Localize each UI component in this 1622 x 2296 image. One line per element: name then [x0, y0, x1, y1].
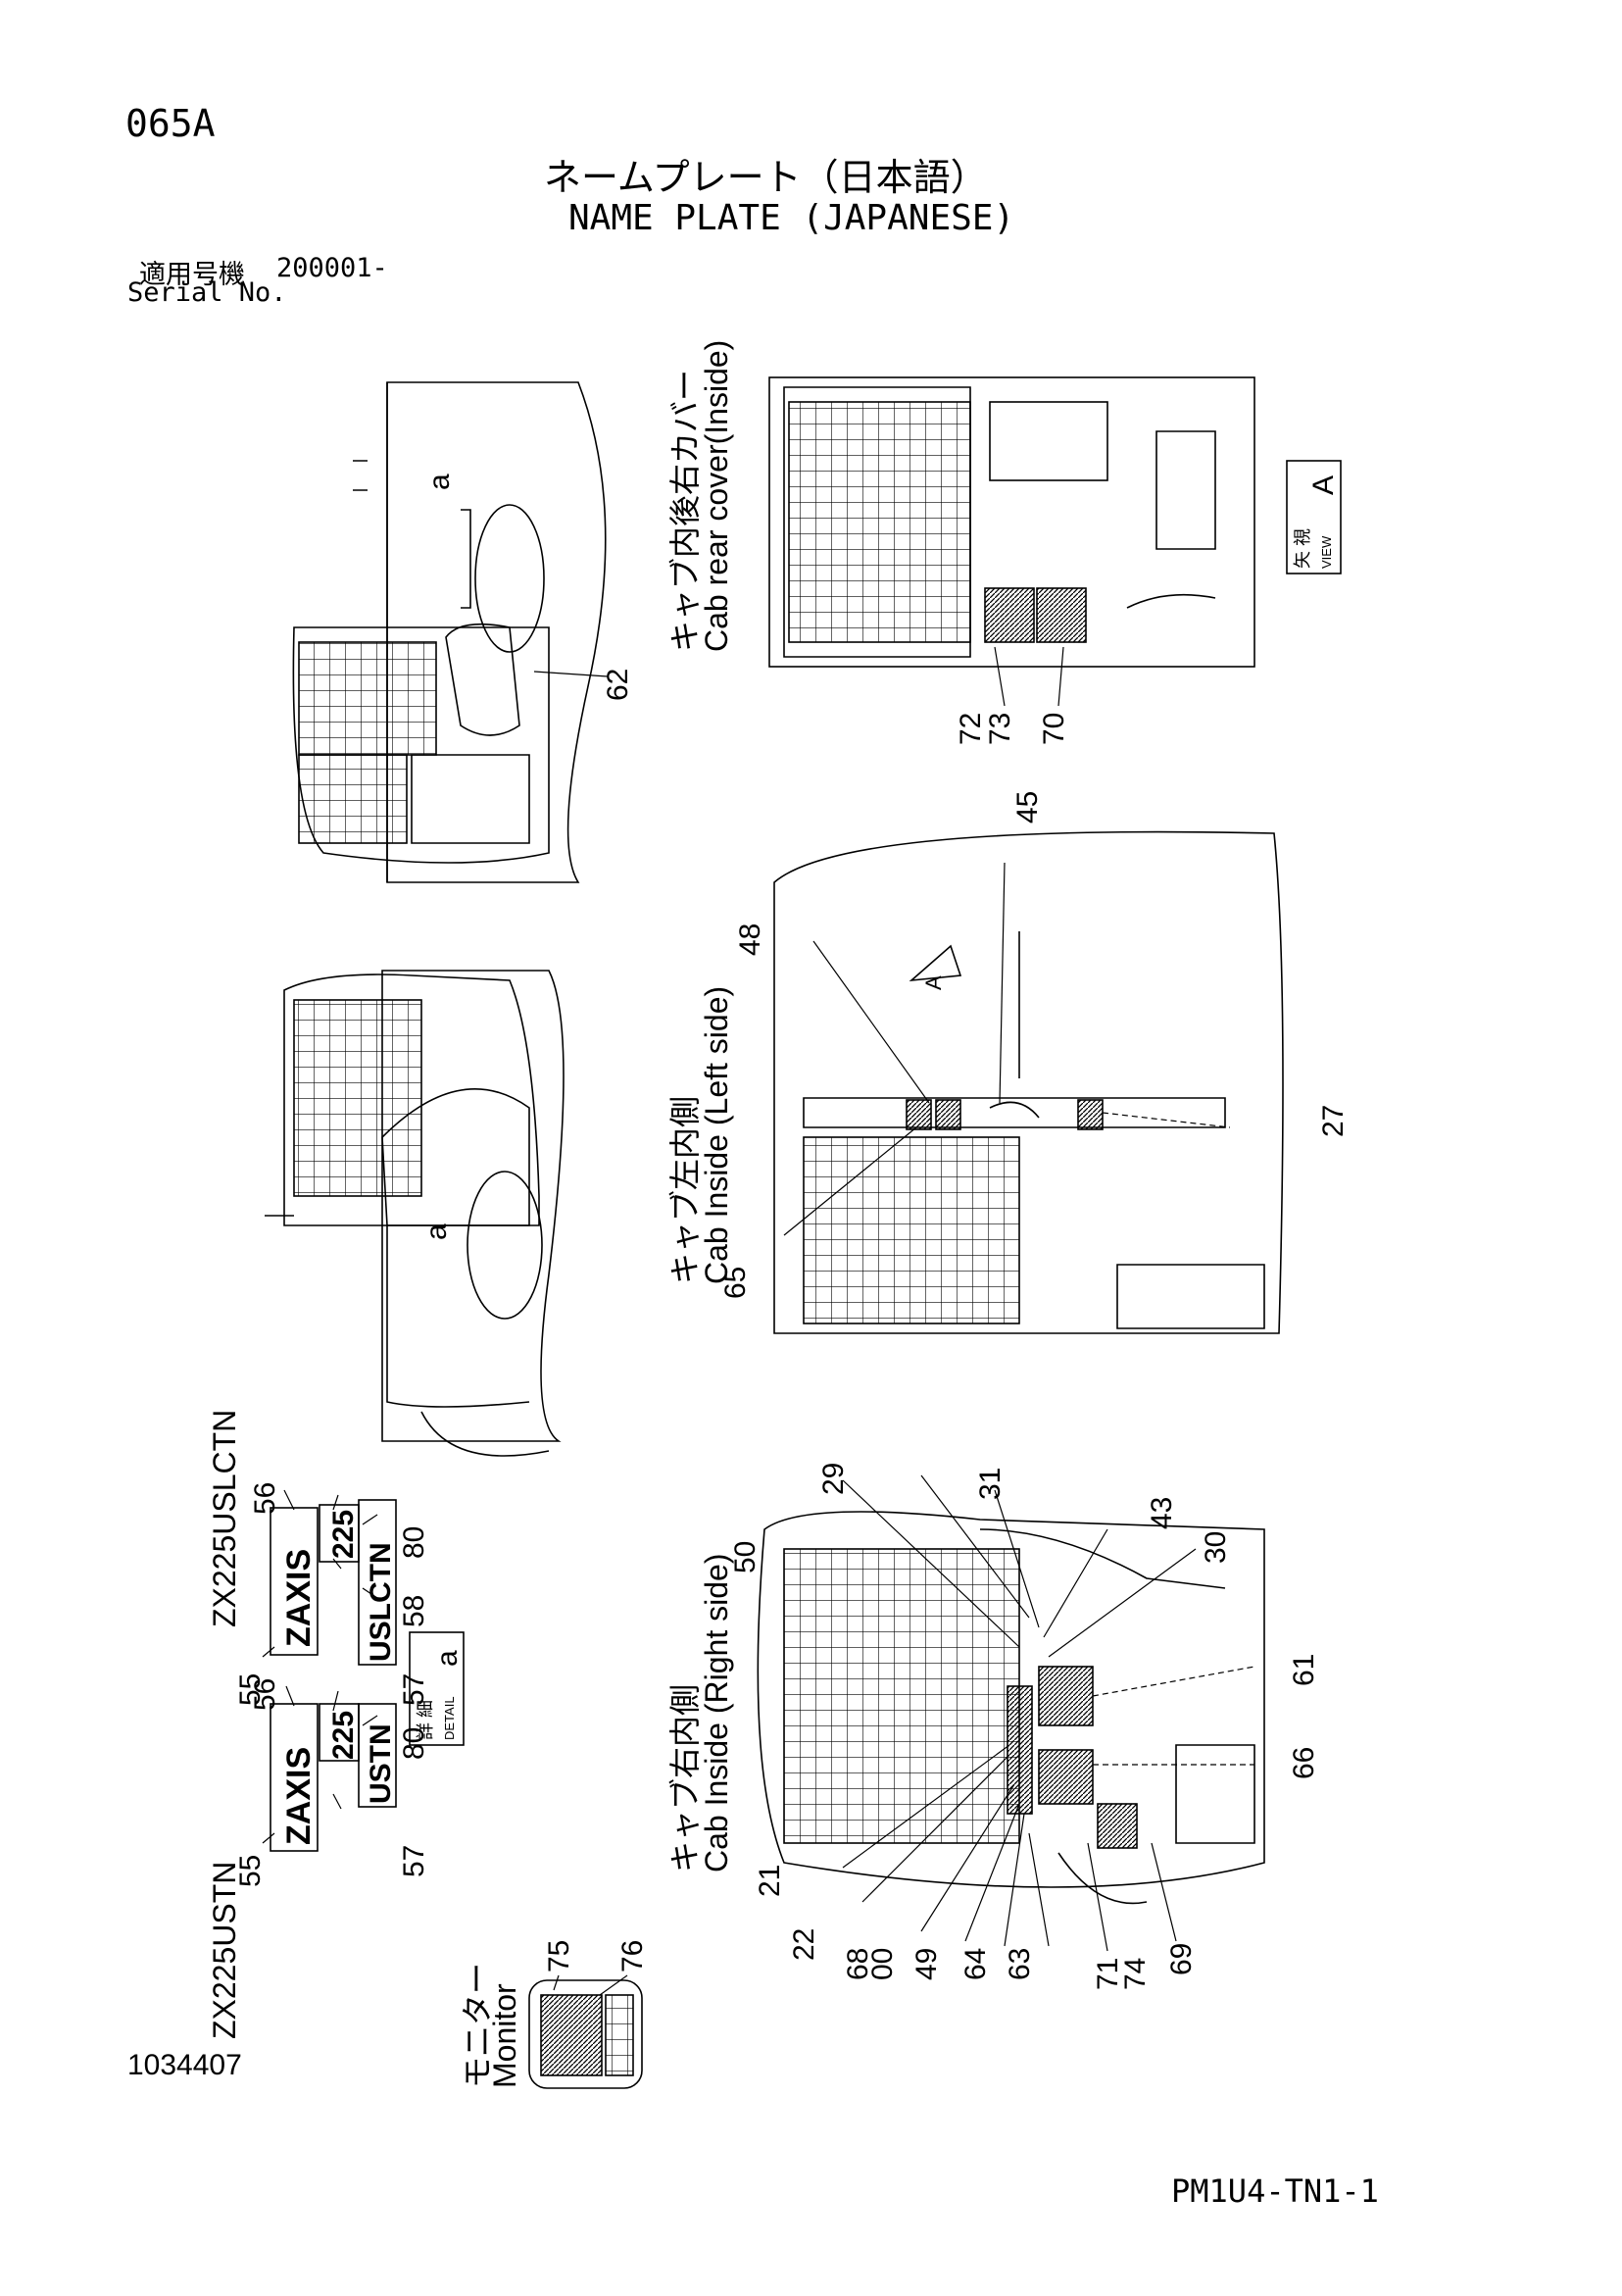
part-80-ustn: 80 — [398, 1727, 430, 1760]
model-ustn-label: ZX225USTN — [207, 1862, 242, 2039]
emblem-uslctn — [270, 1499, 397, 1666]
part-72: 72 — [955, 713, 987, 745]
machine-top-view — [292, 381, 607, 883]
emblem-ustn-number: 225 — [327, 1711, 360, 1760]
part-69: 69 — [1165, 1943, 1198, 1975]
part-76: 76 — [616, 1940, 649, 1972]
view-a-box — [1286, 460, 1342, 574]
cab-left-label-en: Cab Inside (Left side) — [699, 986, 734, 1284]
serial-label-japanese: 適用号機 — [139, 260, 245, 290]
part-73: 73 — [984, 713, 1016, 745]
part-21: 21 — [754, 1865, 786, 1897]
cab-right-label-jp: キャブ右内側 — [667, 1684, 703, 1872]
callout-a-middle: a — [420, 1223, 453, 1240]
emblem-ustn-logo: ZAXIS — [280, 1747, 318, 1845]
part-49: 49 — [910, 1948, 943, 1980]
emblem-lettering: ZAXIS 225 USLCTN ZAXIS 225 USTN — [280, 1510, 397, 1845]
part-56-uslctn: 56 — [249, 1482, 281, 1515]
monitor-label-en: Monitor — [487, 1983, 522, 2088]
part-22: 22 — [788, 1928, 820, 1961]
part-80-uslctn: 80 — [398, 1526, 430, 1559]
arrow-a-marker: A — [921, 975, 946, 990]
serial-label-english: Serial No. — [127, 277, 287, 308]
part-43: 43 — [1146, 1497, 1178, 1529]
part-62: 62 — [602, 669, 634, 701]
document-number: 1034407 — [127, 2049, 242, 2081]
detail-a-en: DETAIL — [442, 1696, 457, 1740]
cab-right-label-en: Cab Inside (Right side) — [699, 1554, 734, 1872]
part-71: 71 — [1092, 1958, 1124, 1990]
view-a-letter: A — [1307, 475, 1340, 495]
part-55-ustn: 55 — [234, 1855, 267, 1887]
part-66: 66 — [1288, 1747, 1320, 1779]
part-55-uslctn: 55 — [234, 1673, 267, 1706]
detail-a-letter: a — [431, 1650, 464, 1667]
monitor-label-jp: モニター — [460, 1963, 495, 2088]
part-64: 64 — [959, 1948, 992, 1980]
part-45: 45 — [1011, 791, 1044, 824]
part-00: 00 — [866, 1948, 899, 1980]
page-id: 065A — [125, 102, 216, 145]
cab-rear-cover-label-en: Cab rear cover(Inside) — [699, 340, 734, 652]
machine-side-view — [265, 970, 565, 1457]
emblem-uslctn-suffix: USLCTN — [365, 1542, 397, 1662]
part-57-uslctn: 57 — [398, 1673, 430, 1706]
callout-a-top: a — [423, 474, 456, 490]
part-27: 27 — [1317, 1105, 1350, 1137]
detail-a-box — [409, 1631, 465, 1746]
part-48: 48 — [734, 923, 766, 956]
part-74: 74 — [1119, 1958, 1152, 1990]
cab-right-side-view — [757, 1511, 1265, 1905]
part-58: 58 — [398, 1595, 430, 1627]
emblem-uslctn-logo: ZAXIS — [280, 1549, 318, 1647]
monitor-view — [528, 1979, 643, 2089]
part-75: 75 — [543, 1940, 575, 1972]
emblem-ustn — [270, 1703, 397, 1852]
part-50: 50 — [729, 1541, 762, 1573]
view-a-jp: 矢 視 — [1293, 528, 1312, 569]
cab-rear-cover-label-jp: キャブ内後右カバー — [667, 370, 703, 652]
part-70: 70 — [1038, 713, 1070, 745]
page-title-japanese: ネームプレート（日本語） — [544, 156, 988, 199]
part-30: 30 — [1200, 1531, 1232, 1564]
page-reference: PM1U4-TN1-1 — [1171, 2172, 1379, 2210]
page-title-english: NAME PLATE (JAPANESE) — [568, 198, 1015, 238]
emblem-uslctn-number: 225 — [327, 1510, 360, 1559]
leader-lines — [262, 646, 1255, 1996]
part-31: 31 — [974, 1468, 1007, 1500]
part-57-ustn: 57 — [398, 1845, 430, 1877]
part-29: 29 — [817, 1463, 850, 1495]
part-65: 65 — [719, 1267, 752, 1299]
cab-left-side-view — [773, 830, 1284, 1334]
detail-a-jp: 詳 細 — [416, 1700, 435, 1740]
part-61: 61 — [1288, 1654, 1320, 1686]
view-a-en: VIEW — [1319, 535, 1334, 569]
part-68: 68 — [842, 1948, 874, 1980]
emblem-ustn-suffix: USTN — [365, 1723, 397, 1804]
rotated-labels: キャブ内後右カバー Cab rear cover(Inside) キャブ左内側 … — [207, 340, 1340, 2088]
model-uslctn-label: ZX225USLCTN — [207, 1410, 242, 1627]
cab-rear-cover-view — [768, 376, 1255, 668]
part-63: 63 — [1004, 1948, 1036, 1980]
serial-value: 200001- — [276, 253, 388, 283]
part-56-ustn: 56 — [249, 1678, 281, 1711]
part-number-labels: 62 72 73 70 45 48 27 65 29 31 50 43 30 6… — [234, 669, 1350, 1990]
cab-left-label-jp: キャブ左内側 — [667, 1096, 703, 1284]
